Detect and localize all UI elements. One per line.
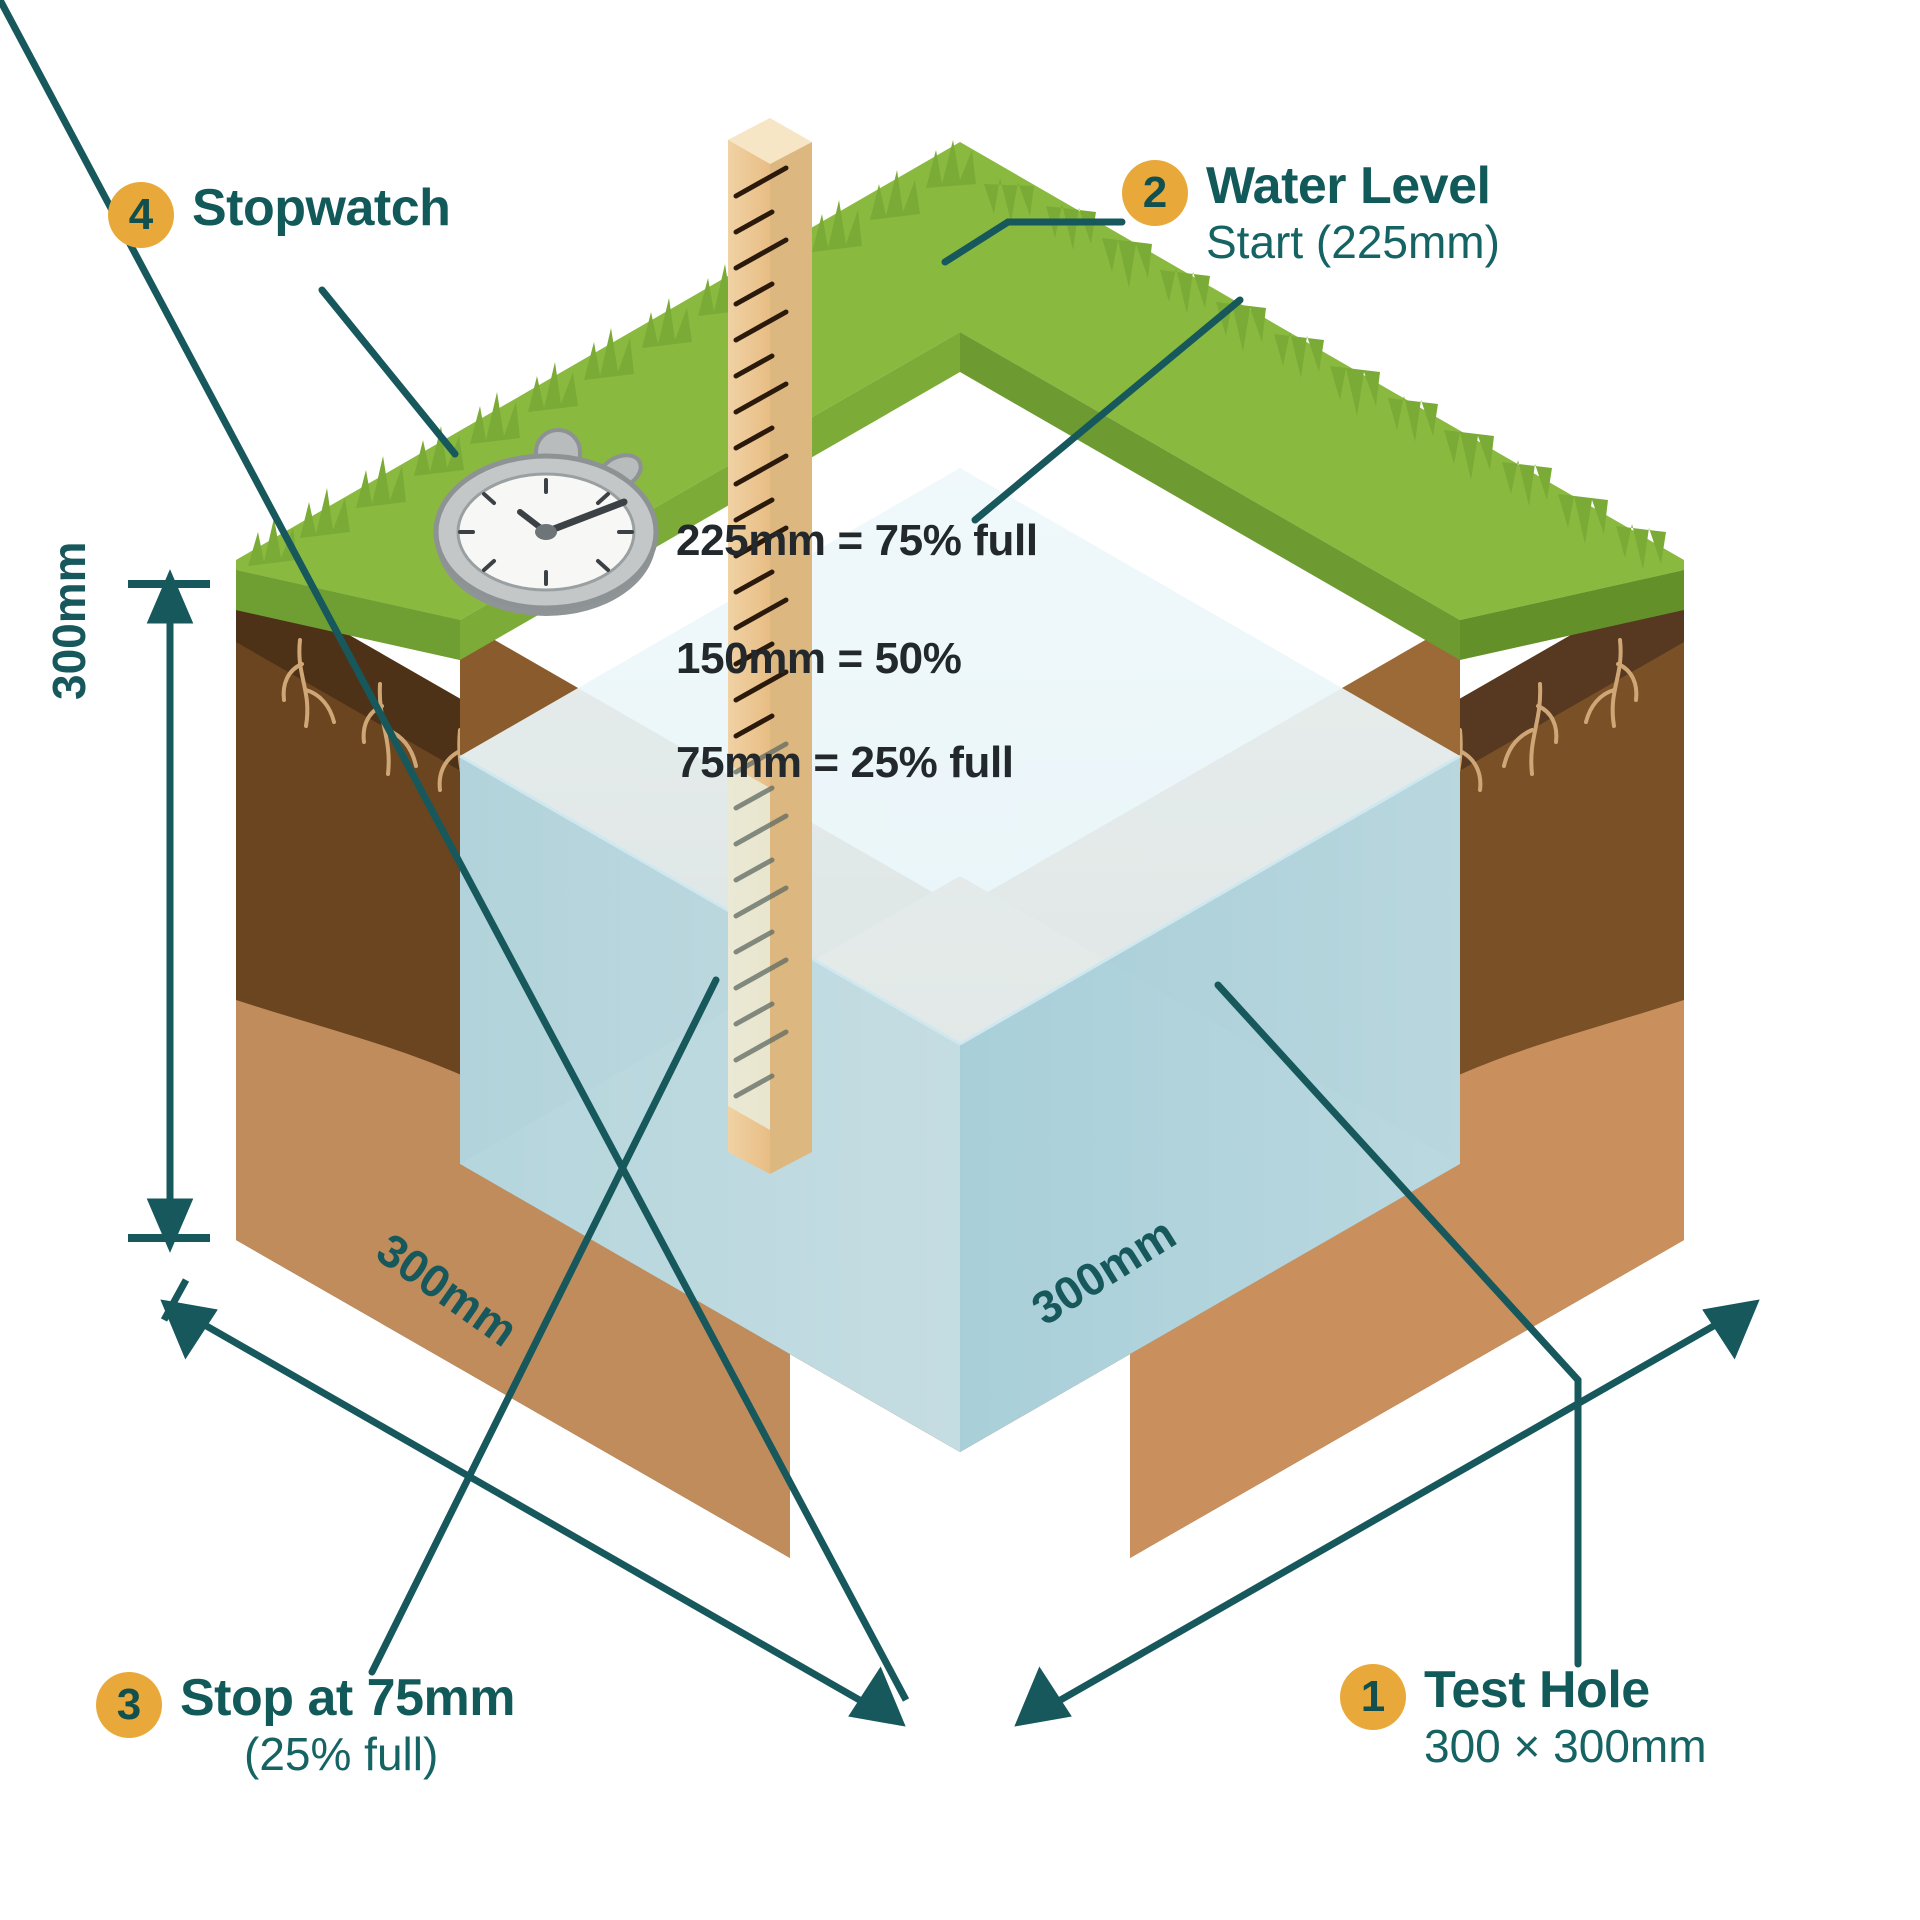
callout-test-hole[interactable]: 1 Test Hole 300 × 300mm — [1340, 1661, 1707, 1773]
ruler-ticks — [733, 165, 789, 739]
callout-subtitle-2: Start (225mm) — [1206, 216, 1500, 269]
callout-title-3: Stop at 75mm — [180, 1669, 515, 1727]
stopwatch-hand-minute — [542, 498, 628, 536]
stopwatch-icon — [433, 428, 659, 616]
callout-text-2: Water Level Start (225mm) — [1206, 157, 1500, 269]
callout-stop-at-75mm[interactable]: 3 Stop at 75mm (25% full) — [96, 1669, 515, 1781]
callout-stopwatch[interactable]: 4 Stopwatch — [108, 179, 451, 248]
grass-blades — [248, 140, 1666, 570]
stopwatch-ticks — [458, 478, 634, 586]
callout-title-1: Test Hole — [1424, 1661, 1650, 1719]
callout-title-2: Water Level — [1206, 157, 1491, 215]
callout-text-1: Test Hole 300 × 300mm — [1424, 1661, 1707, 1773]
callout-subtitle-3: (25% full) — [244, 1728, 439, 1781]
callout-subtitle-1: 300 × 300mm — [1424, 1720, 1707, 1773]
water-mark-label-75mm: 75mm = 25% full — [676, 738, 1014, 787]
callout-badge-3: 3 — [96, 1672, 162, 1738]
leader-lines — [318, 218, 1582, 1676]
callout-text-4: Stopwatch — [192, 179, 451, 237]
ruler-ticks-submerged — [733, 741, 789, 1099]
callout-water-level[interactable]: 2 Water Level Start (225mm) — [1122, 157, 1500, 269]
callout-badge-1: 1 — [1340, 1664, 1406, 1730]
dimension-lines — [0, 0, 1760, 1727]
water-mark-label-150mm: 150mm = 50% — [676, 634, 962, 683]
water-mark-label-225mm: 225mm = 75% full — [676, 516, 1038, 565]
callout-badge-4: 4 — [108, 182, 174, 248]
callout-badge-2: 2 — [1122, 160, 1188, 226]
water-body — [459, 468, 1461, 1452]
ruler-icon — [728, 118, 812, 1174]
callout-text-3: Stop at 75mm (25% full) — [180, 1669, 515, 1781]
dimension-label-depth: 300mm — [43, 541, 95, 700]
callout-title-4: Stopwatch — [192, 179, 451, 237]
